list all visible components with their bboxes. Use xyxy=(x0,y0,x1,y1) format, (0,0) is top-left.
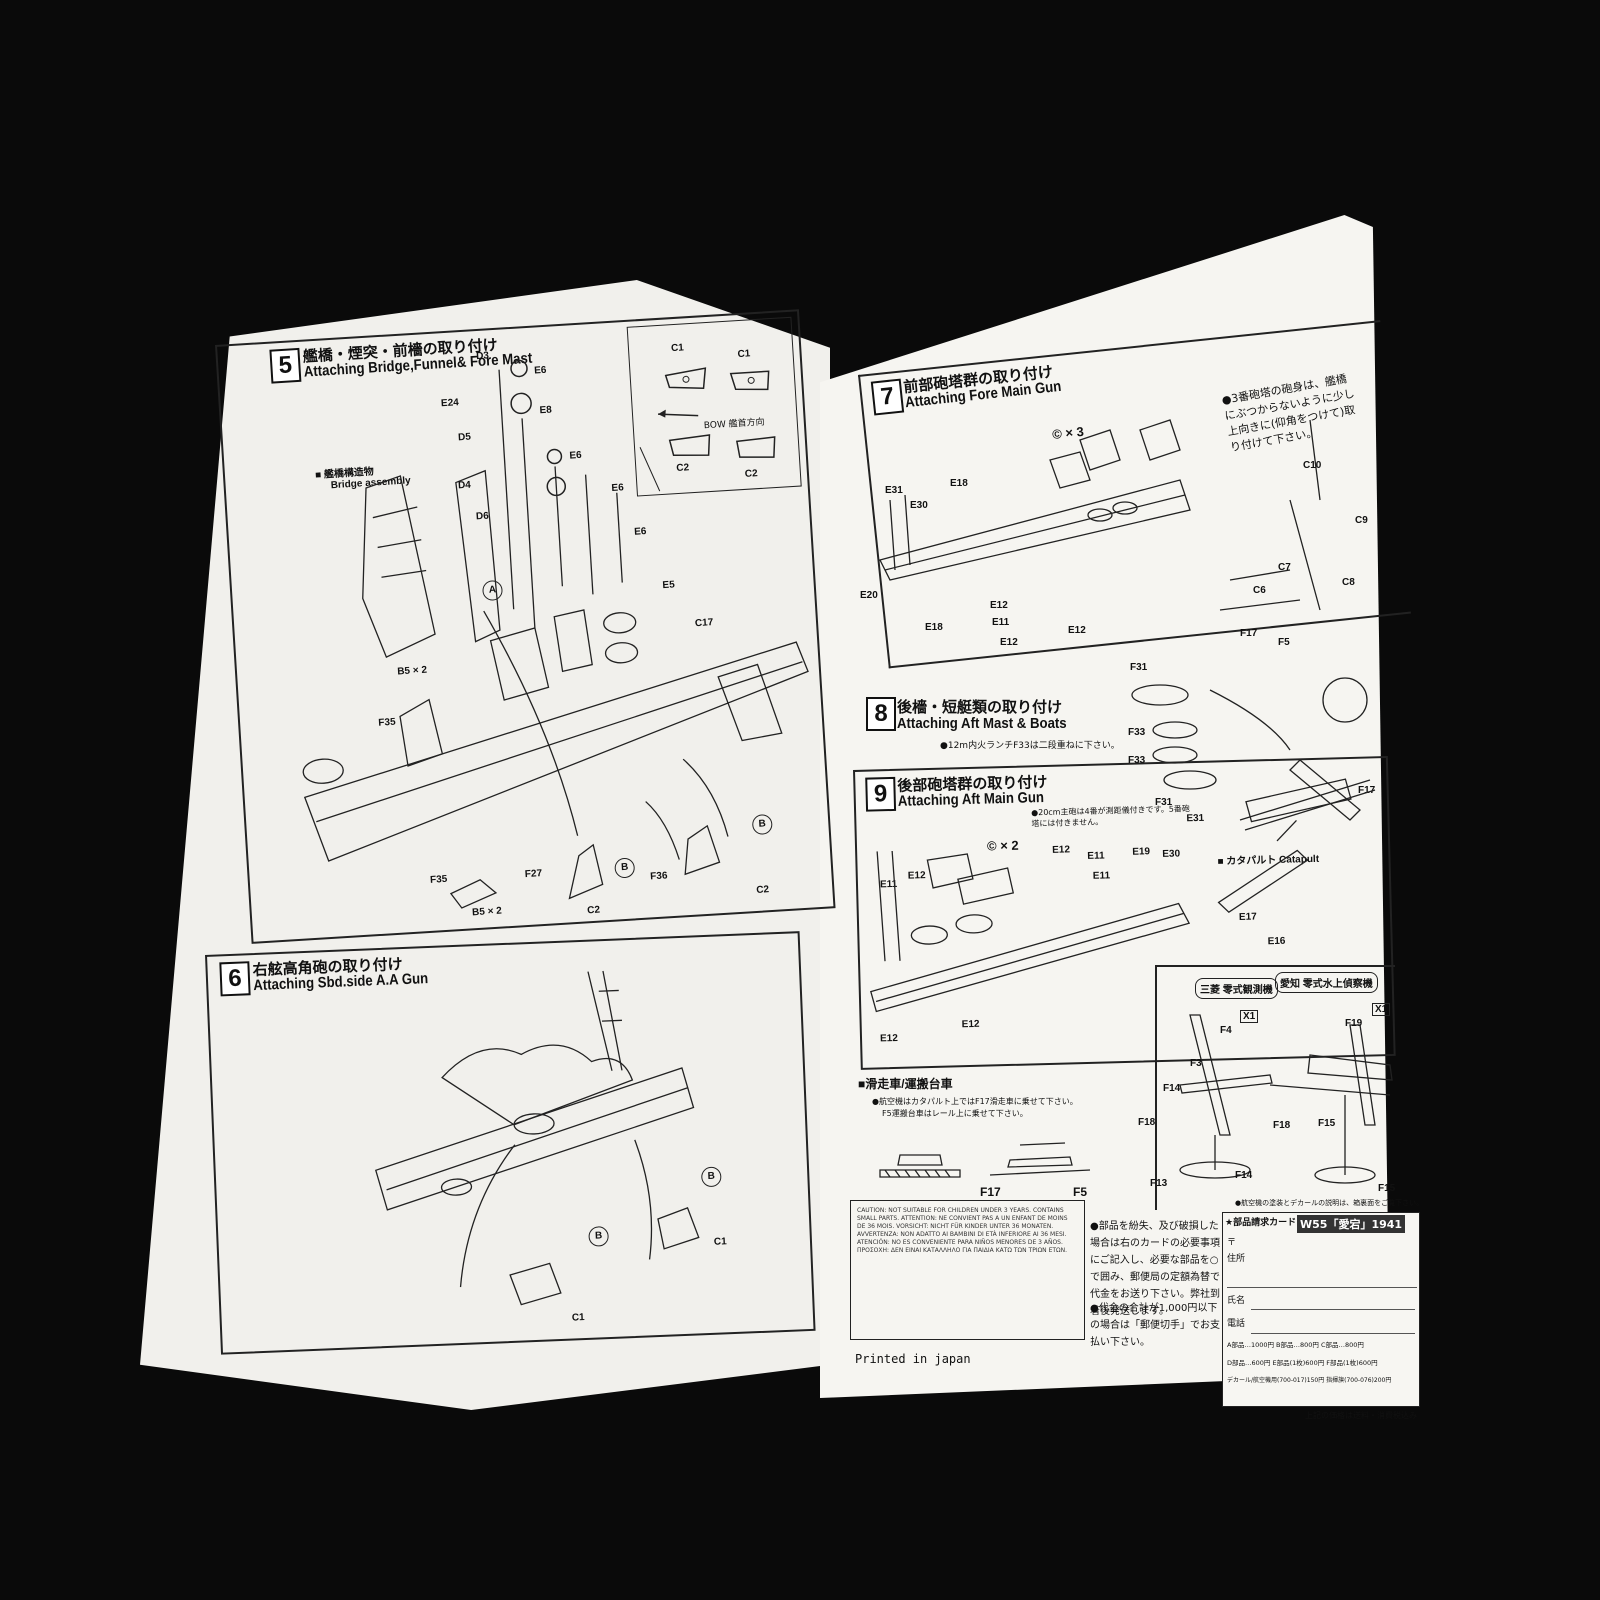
trolley-drawing xyxy=(879,1142,1091,1178)
trolley-f17: F17 xyxy=(980,1185,1001,1199)
part-b5x2-top: B5 × 2 xyxy=(396,664,428,678)
part-e6-1: E6 xyxy=(533,364,547,377)
order-card-product: W55「愛宕」1941 xyxy=(1297,1215,1406,1233)
planes-frame xyxy=(1155,965,1395,1210)
part-c6: C6 xyxy=(1253,585,1266,596)
bow-diagram xyxy=(639,367,776,492)
step8-title-en: Attaching Aft Mast & Boats xyxy=(897,715,1067,732)
part-e5: E5 xyxy=(662,579,676,592)
planes-drawing xyxy=(1179,1014,1393,1184)
part-e12-fore-2: E12 xyxy=(1000,637,1018,648)
part-d6: D6 xyxy=(475,510,490,523)
part-f35-bottom: F35 xyxy=(429,873,448,886)
order-prices-2: D部品…600円 E部品(1枚)600円 F部品(1枚)600円 xyxy=(1227,1359,1378,1367)
part-d3: D3 xyxy=(475,350,490,363)
trolley-f5: F5 xyxy=(1073,1185,1088,1199)
trolley-note-1: ●航空機はカタパルト上ではF17滑走車に乗せて下さい。 xyxy=(872,1097,1078,1106)
part-b5x2-bottom: B5 × 2 xyxy=(471,905,503,919)
step8-title-jp: 後檣・短艇類の取り付け xyxy=(897,698,1063,716)
step9-frame: 9 後部砲塔群の取り付け Attaching Aft Main Gun © × … xyxy=(853,755,1396,1070)
part-e20: E20 xyxy=(860,590,878,601)
part-c1-2: C1 xyxy=(713,1236,727,1248)
part-f5-top: F5 xyxy=(1278,637,1290,648)
caution-text: CAUTION: NOT SUITABLE FOR CHILDREN UNDER… xyxy=(857,1207,1068,1254)
part-f33-1: F33 xyxy=(1128,727,1146,738)
order-phone-label: 電話 xyxy=(1227,1319,1246,1329)
step6-frame: 6 右舷高角砲の取り付け Attaching Sbd.side A.A Gun … xyxy=(205,931,816,1355)
part-e6-3: E6 xyxy=(611,482,625,495)
part-e30-fore: E30 xyxy=(910,500,928,511)
part-e12-fore-1: E12 xyxy=(990,600,1008,611)
order-card: ★部品請求カード W55「愛宕」1941 〒 住所 氏名 電話 A部品…1000… xyxy=(1222,1212,1420,1407)
part-f31-2: F31 xyxy=(1155,797,1173,808)
order-name-field[interactable] xyxy=(1251,1289,1415,1310)
part-f31-1: F31 xyxy=(1130,662,1148,673)
part-f17-top: F17 xyxy=(1240,628,1258,639)
order-footnote: 上記の価格は送料・消費税込み xyxy=(1305,1411,1417,1420)
part-f14-2: F14 xyxy=(1235,1170,1253,1181)
order-instructions-1: ●部品を紛失、及び破損した場合は右のカードの必要事項にご記入し、必要な部品を○で… xyxy=(1090,1221,1220,1317)
part-f15-1: F15 xyxy=(1318,1118,1336,1129)
step8-note: ●12m内火ランチF33は二段重ねに下さい。 xyxy=(940,741,1120,751)
caution-box: CAUTION: NOT SUITABLE FOR CHILDREN UNDER… xyxy=(850,1200,1085,1340)
part-d5: D5 xyxy=(457,431,472,444)
order-phone-field[interactable] xyxy=(1251,1313,1415,1334)
step8-number: 8 xyxy=(866,697,896,731)
part-c17: C17 xyxy=(694,617,714,630)
plane2-label: 愛知 零式水上偵察機 xyxy=(1275,972,1378,993)
bridge-ship-drawing xyxy=(302,359,809,909)
fore-gun-drawing xyxy=(879,419,1321,611)
left-page xyxy=(140,280,830,1410)
part-e12-fore-3: E12 xyxy=(1068,625,1086,636)
plane1-qty: X1 xyxy=(1240,1010,1259,1023)
part-e18-fore-bottom: E18 xyxy=(925,622,943,633)
order-address-label: 住所 xyxy=(1227,1254,1246,1264)
aft-gun-drawing xyxy=(870,778,1352,1013)
part-c2-1: C2 xyxy=(586,904,601,917)
part-f35-top: F35 xyxy=(378,716,396,729)
order-address-field[interactable] xyxy=(1227,1265,1417,1288)
order-prices-1: A部品…1000円 B部品…800円 C部品…800円 xyxy=(1227,1341,1364,1349)
trolley-title: ■滑走車/運搬台車 xyxy=(858,1077,953,1091)
part-f19: F19 xyxy=(1345,1018,1363,1029)
order-prices-3: デカール/航空機用(700-017)150円 指揮旗(700-076)200円 xyxy=(1227,1377,1392,1384)
order-name-label: 氏名 xyxy=(1227,1296,1246,1306)
planes-note: ●航空機の塗装とデカールの説明は、箱裏面をご覧下さい。 xyxy=(1235,1199,1424,1207)
trolley-note-2: F5運搬台車はレール上に乗せて下さい。 xyxy=(882,1109,1028,1118)
printed-in-japan: Printed in japan xyxy=(855,1352,971,1366)
order-instructions-2: ●代金の合計が1,000円以下の場合は「郵便切手」でお支払い下さい。 xyxy=(1090,1303,1220,1348)
part-e6-4: E6 xyxy=(633,526,647,538)
part-f33-2: F33 xyxy=(1128,755,1146,766)
part-e11-fore: E11 xyxy=(992,617,1010,628)
part-f27: F27 xyxy=(524,868,543,881)
order-zip-label: 〒 xyxy=(1227,1238,1237,1248)
part-f14-1: F14 xyxy=(1163,1083,1181,1094)
part-f4: F4 xyxy=(1220,1025,1232,1036)
aa-gun-drawing xyxy=(374,970,700,1306)
part-c7: C7 xyxy=(1278,562,1291,573)
part-d4: D4 xyxy=(457,479,472,492)
part-f18-1: F18 xyxy=(1138,1117,1156,1128)
part-e8-1: E8 xyxy=(539,404,553,417)
step5-frame: 5 艦橋・煙突・前檣の取り付け Attaching Bridge,Funnel&… xyxy=(215,309,836,944)
part-e24: E24 xyxy=(440,397,460,410)
part-f17-aft: F17 xyxy=(1358,785,1376,796)
part-e6-2: E6 xyxy=(569,449,582,462)
part-f36: F36 xyxy=(649,870,668,883)
part-c10: C10 xyxy=(1303,460,1322,471)
part-e18-fore-top: E18 xyxy=(950,478,968,489)
plane2-qty: X1 xyxy=(1372,1003,1391,1016)
part-c9: C9 xyxy=(1355,515,1368,526)
part-e31-fore: E31 xyxy=(885,485,903,496)
part-c8: C8 xyxy=(1342,577,1355,588)
part-f13: F13 xyxy=(1150,1178,1168,1189)
part-f18-2: F18 xyxy=(1273,1120,1291,1131)
part-c1-1: C1 xyxy=(571,1312,585,1324)
bow-orientation-box: C1 C1 BOW 艦首方向 C2 C2 xyxy=(626,316,802,497)
order-card-header: ★部品請求カード xyxy=(1225,1218,1297,1228)
part-c2-2: C2 xyxy=(755,884,770,896)
part-f3: F3 xyxy=(1190,1058,1202,1069)
part-f15-2: F15 xyxy=(1378,1183,1396,1194)
